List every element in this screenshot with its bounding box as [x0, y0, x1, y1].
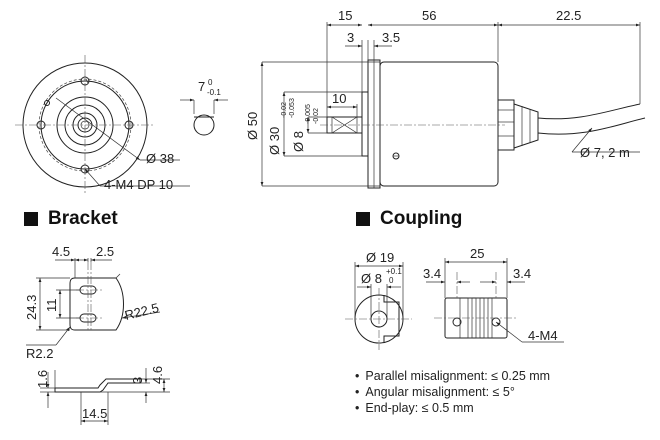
bracket-dim-2-5: 2.5: [96, 244, 114, 259]
bracket-r22-5: R22.5: [123, 300, 160, 323]
bracket-drawing: [26, 258, 170, 425]
coupling-dim-3-4-right: 3.4: [513, 266, 531, 281]
front-mount-holes-label: 4-M4 DP 10: [104, 177, 173, 192]
bracket-dim-24-3: 24.3: [24, 295, 39, 320]
coupling-screws-label: 4-M4: [528, 328, 558, 343]
side-dia-8-tol-lower: -0.02: [313, 108, 320, 124]
heading-square-icon: [24, 212, 38, 226]
side-dia-8: Ø 8: [291, 131, 306, 152]
coupling-dia-8-tol-upper: +0.1: [386, 267, 402, 276]
coupling-dia-19: Ø 19: [366, 250, 394, 265]
shaft-dim-7: 7: [198, 79, 205, 94]
bracket-dim-1-6: 1.6: [35, 370, 50, 388]
shaft-end-view: [180, 98, 228, 136]
coupling-dia-8: Ø 8: [361, 271, 382, 286]
side-dim-3-5: 3.5: [382, 30, 400, 45]
bracket-dim-4-5: 4.5: [52, 244, 70, 259]
side-dim-56: 56: [422, 8, 436, 23]
side-dia-8-tol-upper: -0.005: [305, 104, 312, 124]
encoder-side-view: [260, 22, 646, 189]
coupling-dim-25: 25: [470, 246, 484, 261]
coupling-drawing: [345, 258, 564, 350]
spec-parallel-misalignment: Parallel misalignment: ≤ 0.25 mm: [355, 368, 550, 384]
side-dia-50: Ø 50: [245, 112, 260, 140]
coupling-heading: Coupling: [356, 208, 462, 230]
side-dia-30-tol-lower: -0.053: [289, 98, 296, 118]
shaft-tol-upper: 0: [208, 78, 213, 87]
side-dim-22-5: 22.5: [556, 8, 581, 23]
shaft-tol-lower: -0.1: [207, 88, 221, 97]
coupling-dia-8-tol-lower: 0: [389, 276, 394, 285]
bracket-dim-3: 3: [130, 377, 145, 384]
coupling-dim-3-4-left: 3.4: [423, 266, 441, 281]
side-dia-30: Ø 30: [267, 127, 282, 155]
bracket-r2-2: R2.2: [26, 346, 53, 361]
coupling-heading-text: Coupling: [380, 208, 463, 229]
coupling-specs-list: Parallel misalignment: ≤ 0.25 mm Angular…: [355, 368, 550, 416]
heading-square-icon: [356, 212, 370, 226]
bracket-heading: Bracket: [24, 208, 118, 230]
front-dia-38-label: Ø 38: [146, 151, 174, 166]
side-dim-15: 15: [338, 8, 352, 23]
bracket-heading-text: Bracket: [48, 208, 118, 229]
encoder-front-view: [15, 55, 190, 195]
side-dim-10: 10: [332, 91, 346, 106]
side-cable-dia: Ø 7, 2 m: [580, 145, 630, 160]
bracket-dim-11: 11: [44, 299, 59, 313]
spec-angular-misalignment: Angular misalignment: ≤ 5°: [355, 384, 550, 400]
spec-end-play: End-play: ≤ 0.5 mm: [355, 400, 550, 416]
bracket-dim-14-5: 14.5: [82, 406, 107, 421]
bracket-dim-4-6: 4.6: [150, 366, 165, 384]
side-dim-3: 3: [347, 30, 354, 45]
side-dia-30-tol-upper: -0.02: [281, 102, 288, 118]
